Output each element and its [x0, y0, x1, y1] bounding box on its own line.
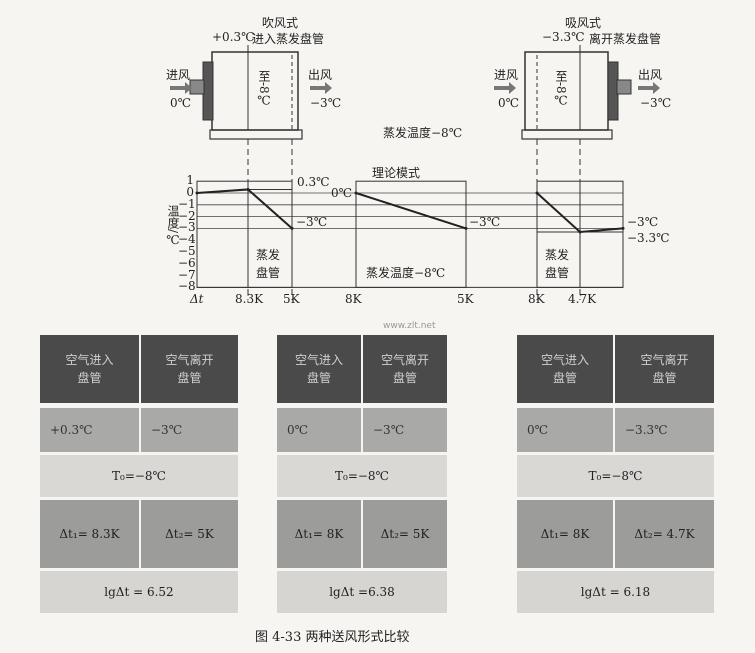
- header-air-out: 空气离开 盘管: [141, 335, 238, 403]
- draw-title: 吸风式: [565, 16, 602, 30]
- header-air-in: 空气进入 盘管: [277, 335, 361, 403]
- series-label: 0.3℃: [297, 175, 330, 189]
- chart-xlabel: Δt: [190, 292, 204, 306]
- y-tick-label: −2: [178, 208, 196, 223]
- header-air-in: 空气进入 盘管: [40, 335, 139, 403]
- delta-t2: Δt₂= 4.7K: [615, 500, 714, 568]
- air-in-temp: 0℃: [517, 408, 613, 452]
- x-label: 5K: [283, 292, 300, 306]
- draw-note: 离开蒸发盘管: [589, 32, 662, 46]
- y-tick-label: −5: [178, 244, 196, 258]
- series-label: −3℃: [469, 215, 501, 229]
- y-tick-label: 0: [186, 185, 194, 199]
- x-label: 8K: [528, 292, 545, 306]
- blow-title: 吹风式: [262, 16, 299, 30]
- air-out-temp: −3℃: [363, 408, 447, 452]
- header-air-out: 空气离开 盘管: [615, 335, 714, 403]
- air-in-temp: +0.3℃: [40, 408, 139, 452]
- series-label: 0℃: [331, 186, 353, 200]
- blow-note: 进入蒸发盘管: [252, 32, 325, 46]
- arrow-out-icon: [310, 82, 332, 94]
- y-tick-label: −6: [178, 255, 196, 270]
- temperature-chart: [195, 180, 625, 288]
- section-box: [196, 180, 293, 288]
- figure-caption: 图 4-33 两种送风形式比较: [255, 630, 410, 645]
- drip-tray: [521, 129, 613, 140]
- mode-title: 理论模式: [372, 166, 421, 180]
- series-label: −3.3℃: [627, 231, 670, 245]
- x-label: 4.7K: [568, 292, 597, 306]
- air-out-temp: −3.3℃: [615, 408, 714, 452]
- series-point: [290, 226, 294, 230]
- x-label: 8K: [345, 292, 362, 306]
- draw-in-temp: 0℃: [498, 96, 520, 110]
- series-label: −3℃: [627, 215, 659, 229]
- series-point: [578, 230, 582, 234]
- delta-t1: Δt₁= 8K: [517, 500, 613, 568]
- blow-in-temp: 0℃: [170, 96, 192, 110]
- y-tick-label: −8: [178, 279, 196, 294]
- arrow-in-icon: [494, 82, 516, 94]
- lg-delta-t: lgΔt =6.38: [277, 571, 447, 613]
- draw-coil-label: 至-8℃: [554, 70, 568, 108]
- evap-temp-label: 蒸发温度−8℃: [383, 126, 463, 140]
- y-tick-label: 1: [186, 173, 194, 188]
- delta-t2: Δt₂= 5K: [141, 500, 238, 568]
- x-label: 5K: [457, 292, 474, 306]
- draw-through-unit: [494, 45, 660, 300]
- chart-middle-label: 蒸发温度−8℃: [366, 266, 446, 280]
- y-tick-label: −1: [178, 196, 196, 211]
- header-air-in: 空气进入 盘管: [517, 335, 613, 403]
- blow-out-label: 出风: [308, 68, 333, 82]
- series-point: [464, 226, 468, 230]
- delta-t1: Δt₁= 8K: [277, 500, 361, 568]
- chart-ylabel: 温度/℃: [166, 205, 180, 248]
- series-line-0: [196, 188, 293, 230]
- series-point: [535, 191, 539, 195]
- evap-temp: T₀=−8℃: [40, 455, 238, 497]
- coil-label-2a: 蒸发: [545, 248, 570, 262]
- evap-temp: T₀=−8℃: [277, 455, 447, 497]
- air-out-temp: −3℃: [141, 408, 238, 452]
- lg-delta-t: lgΔt = 6.18: [517, 571, 714, 613]
- blow-coil-label: 至-8℃: [257, 70, 271, 108]
- series-line-1: [355, 192, 467, 230]
- y-tick-label: −3: [178, 220, 196, 235]
- blow-in-label: 进风: [166, 68, 191, 82]
- coil-label-1a: 蒸发: [256, 248, 281, 262]
- series-point: [354, 191, 358, 195]
- coil-label-2b: 盘管: [545, 266, 570, 280]
- evap-temp: T₀=−8℃: [517, 455, 714, 497]
- x-label: 8.3K: [235, 292, 264, 306]
- blow-out-temp: −3℃: [310, 96, 342, 110]
- arrow-out-icon: [638, 82, 660, 94]
- draw-in-label: 进风: [494, 68, 519, 82]
- y-tick-label: −4: [178, 232, 196, 247]
- draw-note-temp: −3.3℃: [542, 30, 585, 44]
- motor-icon: [189, 79, 205, 95]
- section-box: [355, 180, 467, 288]
- series-point: [621, 226, 625, 230]
- series-point: [246, 187, 250, 191]
- watermark: www.zlt.net: [383, 321, 436, 331]
- motor-icon: [616, 79, 632, 95]
- lg-delta-t: lgΔt = 6.52: [40, 571, 238, 613]
- air-in-temp: 0℃: [277, 408, 361, 452]
- y-tick-label: −7: [178, 267, 196, 282]
- series-label: −3℃: [296, 215, 328, 229]
- drip-tray: [209, 129, 303, 140]
- delta-t1: Δt₁= 8.3K: [40, 500, 139, 568]
- arrow-in-icon: [170, 82, 192, 94]
- unit-diagrams: [170, 45, 660, 300]
- header-air-out: 空气离开 盘管: [363, 335, 447, 403]
- blow-note-temp: +0.3℃: [212, 30, 255, 44]
- coil-label-1b: 盘管: [256, 266, 281, 280]
- draw-out-temp: −3℃: [640, 96, 672, 110]
- series-point: [195, 191, 199, 195]
- delta-t2: Δt₂= 5K: [363, 500, 447, 568]
- draw-out-label: 出风: [638, 68, 663, 82]
